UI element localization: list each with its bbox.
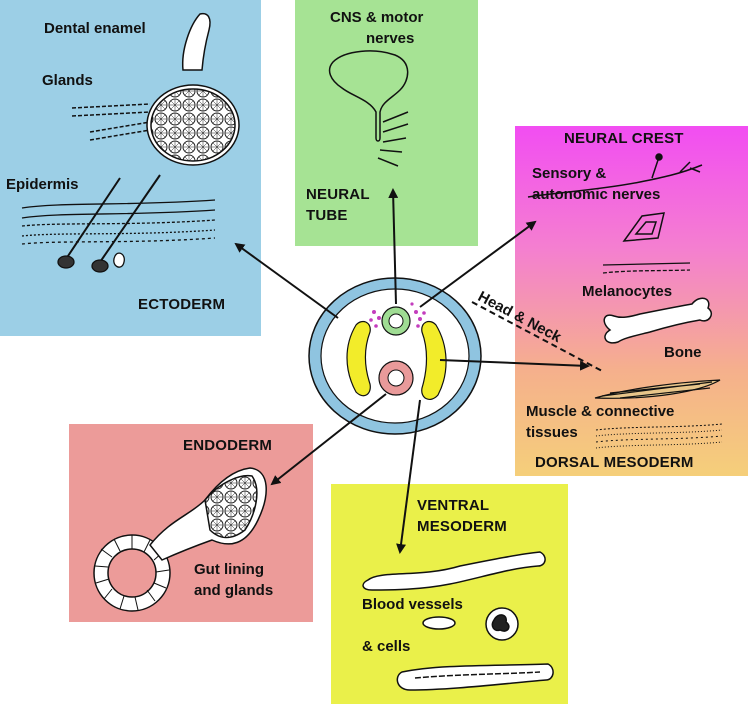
label-sensory-line2: autonomic nerves bbox=[532, 186, 661, 203]
label-blood-vessels: Blood vessels bbox=[362, 596, 463, 613]
label-melanocytes: Melanocytes bbox=[582, 283, 673, 300]
gland-drawing bbox=[71, 84, 240, 166]
cns-drawing bbox=[328, 50, 409, 167]
label-muscle-line1: Muscle & connective bbox=[526, 403, 675, 420]
label-dental-enamel: Dental enamel bbox=[44, 20, 146, 37]
arrow-to-neural-crest bbox=[419, 220, 537, 308]
melanocyte-drawing bbox=[602, 262, 691, 274]
head-neck-dashed bbox=[471, 301, 605, 373]
right-mesoderm bbox=[421, 320, 447, 400]
arrow-to-neural-tube bbox=[388, 188, 399, 305]
ectoderm-panel bbox=[0, 0, 261, 336]
label-cns-line2: nerves bbox=[366, 30, 415, 47]
label-sensory-line1: Sensory & bbox=[532, 165, 607, 182]
label-cns-line1: CNS & motor bbox=[330, 9, 424, 26]
ectoderm-title: ECTODERM bbox=[138, 296, 226, 313]
arrow-to-dorsal-mesoderm bbox=[439, 359, 590, 371]
connective-tissue-drawing bbox=[595, 423, 723, 449]
dorsal-mesoderm-title: DORSAL MESODERM bbox=[535, 454, 694, 471]
bone-drawing bbox=[603, 297, 712, 344]
label-bone: Bone bbox=[664, 344, 702, 361]
arrow-to-ectoderm bbox=[234, 242, 339, 319]
tooth-drawing bbox=[181, 12, 211, 71]
neural-tube-title-line2: TUBE bbox=[306, 207, 348, 224]
arrows bbox=[234, 188, 605, 554]
label-gut-line1: Gut lining bbox=[194, 561, 264, 578]
epidermis-drawing bbox=[21, 174, 216, 273]
label-muscle-line2: tissues bbox=[526, 424, 578, 441]
arrow-to-ventral-mesoderm bbox=[396, 399, 421, 554]
gut-drawing bbox=[93, 467, 267, 612]
left-mesoderm bbox=[346, 320, 371, 397]
blood-cell-drawing bbox=[422, 607, 519, 641]
neural-tube-panel bbox=[295, 0, 478, 246]
label-epidermis: Epidermis bbox=[6, 176, 79, 193]
capillary-drawing bbox=[396, 663, 554, 691]
neural-tube-title-line1: NEURAL bbox=[306, 186, 370, 203]
label-cells: & cells bbox=[362, 638, 411, 655]
pigment-cell-drawing bbox=[622, 212, 665, 242]
muscle-drawing bbox=[594, 379, 721, 399]
arrow-to-endoderm bbox=[270, 393, 387, 486]
label-glands: Glands bbox=[42, 72, 93, 89]
neural-crest-cells bbox=[369, 302, 426, 328]
blood-vessel-drawing bbox=[362, 551, 546, 591]
ventral-mesoderm-title-line2: MESODERM bbox=[417, 518, 507, 535]
neural-crest-title: NEURAL CREST bbox=[564, 130, 684, 147]
nerve-drawing bbox=[527, 153, 703, 198]
ventral-mesoderm-title-line1: VENTRAL bbox=[417, 497, 490, 514]
endoderm-title: ENDODERM bbox=[183, 437, 273, 454]
label-gut-line2: and glands bbox=[194, 582, 274, 599]
